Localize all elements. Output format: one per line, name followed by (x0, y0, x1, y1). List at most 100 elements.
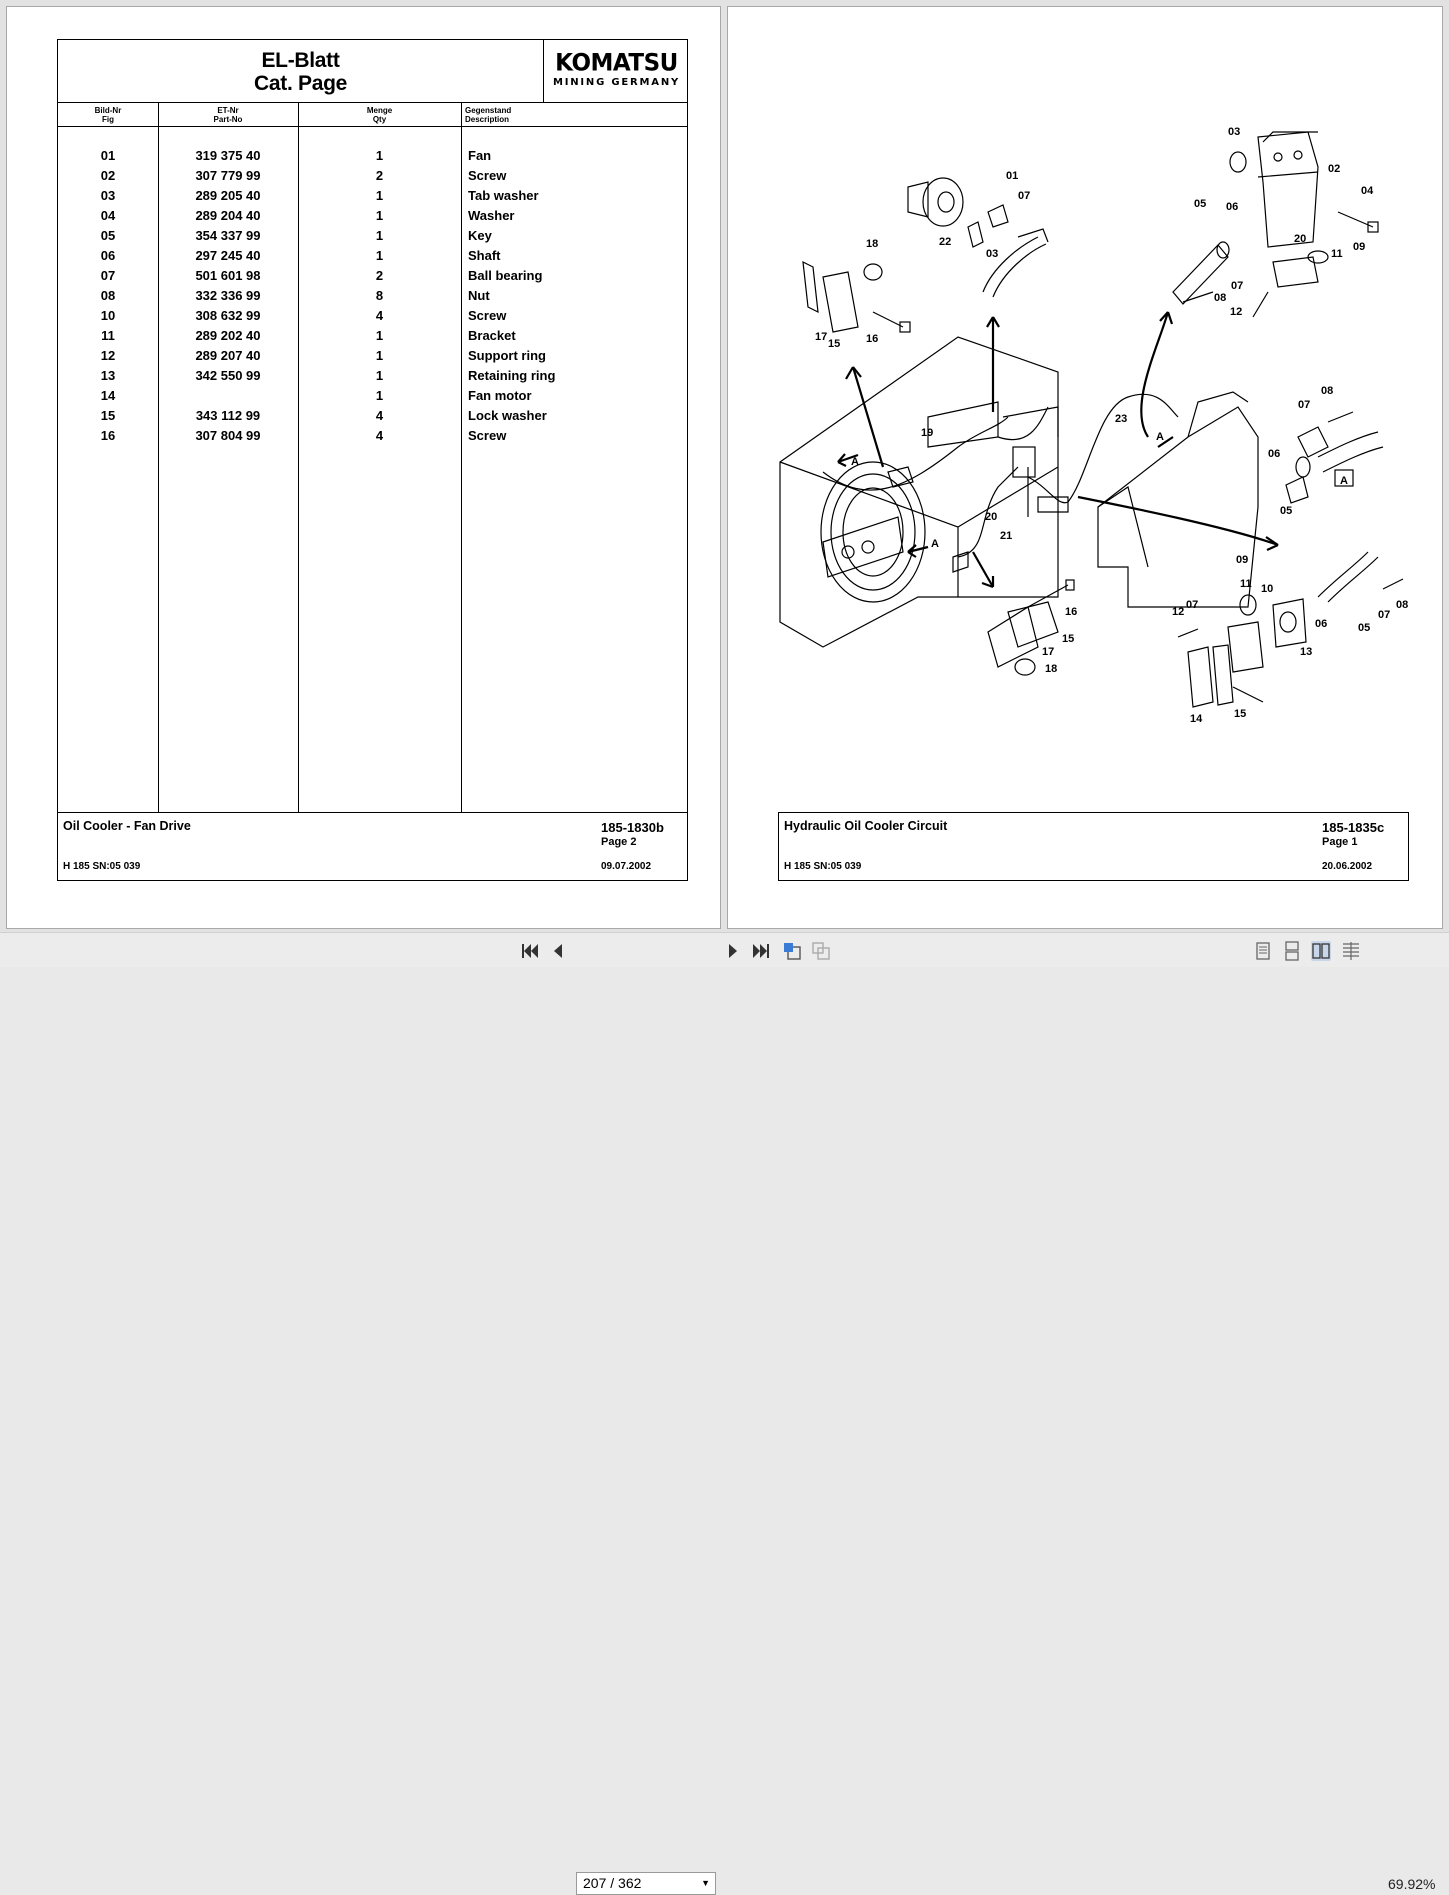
qty-cell: 1 (375, 248, 384, 263)
column-header-en: Qty (372, 115, 387, 124)
callout-20: 20 (985, 511, 997, 523)
footer-code: 185-1830b (601, 820, 664, 835)
fig-cell: 14 (100, 388, 116, 403)
detail-clamp-lower (987, 579, 1075, 676)
part-no-cell: 289 207 40 (195, 348, 261, 363)
callout-05: 05 (1358, 622, 1370, 634)
logo-wordmark: KOMATSU (555, 49, 678, 77)
zoom-level[interactable]: 69.92% (1388, 1876, 1436, 1892)
detail-arrows (837, 311, 1279, 589)
column-header-desc: Gegenstand Description (465, 103, 665, 127)
fig-cell: 01 (100, 148, 116, 163)
callout-07: 07 (1378, 609, 1390, 621)
description-cell: Fan (468, 148, 492, 163)
callout-labels: 01 02 03 03 04 05 05 05 06 06 06 07 07 0… (815, 126, 1408, 725)
chevron-down-icon[interactable]: ▼ (701, 1878, 710, 1888)
callout-22: 22 (939, 236, 951, 248)
column-header-part: ET-Nr Part-No (158, 103, 298, 127)
next-page-icon[interactable] (723, 941, 743, 961)
footer-page: Page 2 (601, 836, 637, 848)
komatsu-logo: KOMATSU MINING GERMANY (546, 40, 687, 102)
single-page-icon[interactable] (1253, 941, 1273, 961)
column-divider (461, 103, 462, 812)
prev-page-icon[interactable] (548, 941, 568, 961)
fig-cell: 16 (100, 428, 116, 443)
description-cell: Ball bearing (468, 268, 543, 283)
callout-19: 19 (921, 427, 933, 439)
title-line-en: Cat. Page (254, 72, 347, 95)
qty-cell: 2 (375, 168, 384, 183)
hydraulic-circuit-drawing: 01 02 03 03 04 05 05 05 06 06 06 07 07 0… (779, 126, 1408, 725)
description-cell: Key (468, 228, 492, 243)
page-separator: / (610, 1875, 615, 1891)
part-no-cell: 319 375 40 (195, 148, 261, 163)
column-header-de: Menge (366, 106, 393, 115)
fig-cell: 11 (101, 328, 115, 343)
detail-fan-motor (1177, 551, 1404, 708)
description-cell: Lock washer (468, 408, 547, 423)
oil-cooler-unit (779, 336, 1059, 648)
footer-page: Page 1 (1322, 836, 1358, 848)
part-no-cell: 343 112 99 (195, 408, 261, 423)
machine-frame (1097, 391, 1259, 608)
qty-cell: 1 (375, 348, 384, 363)
qty-cell: 1 (375, 148, 384, 163)
description-cell: Retaining ring (468, 368, 556, 383)
column-header-fig: Bild-Nr Fig (58, 103, 158, 127)
last-page-icon[interactable] (751, 941, 771, 961)
qty-cell: 1 (375, 228, 384, 243)
description-cell: Tab washer (468, 188, 539, 203)
description-cell: Bracket (468, 328, 516, 343)
page-header: EL-Blatt Cat. Page KOMATSU MINING GERMAN… (57, 39, 688, 103)
part-no-cell: 289 204 40 (195, 208, 261, 223)
two-page-continuous-icon[interactable] (1341, 941, 1361, 961)
table-row: 01 319 375 40 1 Fan (58, 146, 687, 166)
callout-A: A (851, 456, 859, 468)
callout-04: 04 (1361, 185, 1374, 197)
callout-05: 05 (1194, 198, 1206, 210)
page-number-input[interactable]: 207 / 362 ▼ (576, 1872, 716, 1895)
callout-23: 23 (1115, 413, 1127, 425)
callout-17: 17 (815, 331, 827, 343)
total-pages: 362 (618, 1875, 642, 1891)
continuous-icon[interactable] (1282, 941, 1302, 961)
column-header-en: Description (465, 115, 510, 124)
part-no-cell: 332 336 99 (195, 288, 261, 303)
fig-cell: 08 (100, 288, 116, 303)
two-page-icon[interactable] (1311, 941, 1331, 961)
first-page-icon[interactable] (520, 941, 540, 961)
callout-17: 17 (1042, 646, 1054, 658)
footer-serial: H 185 SN:05 039 (63, 861, 141, 872)
qty-cell: 1 (375, 368, 384, 383)
copy-icon[interactable] (811, 941, 831, 961)
column-header-de: Bild-Nr (94, 106, 122, 115)
callout-11: 11 (1331, 248, 1343, 260)
callout-07: 07 (1298, 399, 1310, 411)
qty-cell: 4 (375, 428, 384, 443)
column-header-de: Gegenstand (465, 106, 512, 115)
fig-cell: 12 (100, 348, 116, 363)
title-line-de: EL-Blatt (261, 49, 340, 72)
fig-cell: 15 (100, 408, 116, 423)
qty-cell: 4 (375, 308, 384, 323)
rotate-icon[interactable] (782, 941, 802, 961)
qty-cell: 4 (375, 408, 384, 423)
callout-09: 09 (1353, 241, 1365, 253)
callout-15: 15 (828, 338, 840, 350)
footer-title: Oil Cooler - Fan Drive (63, 819, 191, 833)
fig-cell: 07 (100, 268, 116, 283)
column-header-en: Fig (102, 115, 114, 124)
fig-cell: 05 (100, 228, 116, 243)
callout-08: 08 (1321, 385, 1333, 397)
part-no-cell: 289 205 40 (195, 188, 261, 203)
callout-06: 06 (1226, 201, 1238, 213)
callout-03: 03 (986, 248, 998, 260)
detail-hose-fitting (1285, 411, 1384, 504)
diagram-page-right: 01 02 03 03 04 05 05 05 06 06 06 07 07 0… (727, 6, 1443, 929)
fig-cell: 13 (100, 368, 116, 383)
callout-05: 05 (1280, 505, 1292, 517)
